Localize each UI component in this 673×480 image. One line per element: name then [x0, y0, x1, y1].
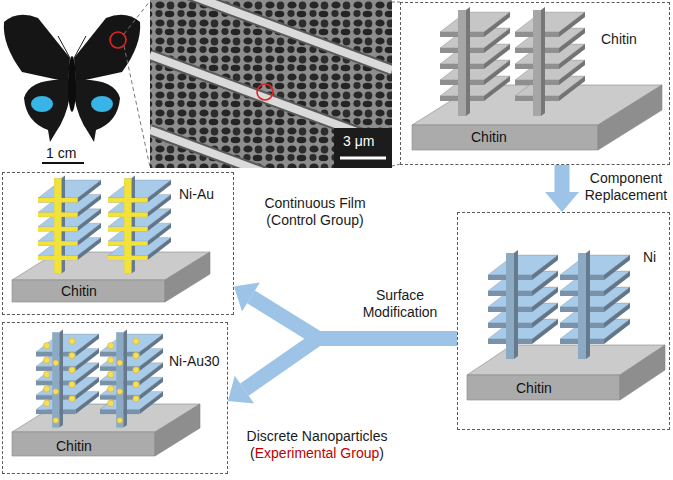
dashed-panel: NiChitin: [457, 212, 670, 430]
scale-label: 1 cm: [46, 145, 76, 162]
nanoparticle-structure: [12, 330, 200, 457]
arrow-head: [234, 282, 260, 311]
block-arrow: [234, 282, 457, 338]
dashed-panel: Ni-AuChitin: [2, 172, 234, 315]
zoom-line: [124, 1, 150, 34]
butterfly-photo: [0, 0, 142, 168]
substrate-label: Chitin: [61, 283, 97, 300]
material-label: Chitin: [601, 31, 637, 48]
zoom-line: [124, 46, 150, 167]
step-label: Surface Modification: [350, 287, 450, 321]
sem-image: [150, 0, 392, 168]
arrow-head: [228, 376, 254, 404]
block-arrow: [228, 338, 457, 403]
dashed-panel: Ni-Au30Chitin: [2, 322, 228, 474]
substrate-label: Chitin: [516, 380, 552, 397]
material-label: Ni-Au30: [169, 353, 220, 370]
material-label: Ni-Au: [179, 186, 214, 203]
nickel-structure: [467, 250, 665, 400]
substrate-label: Chitin: [56, 438, 92, 455]
scale-label: 3 μm: [343, 133, 374, 150]
edge-label: Component Replacement: [582, 170, 670, 204]
material-label: Ni: [643, 249, 656, 266]
arrow-head: [545, 192, 579, 212]
block-arrow: [545, 165, 579, 212]
substrate-label: Chitin: [471, 129, 507, 146]
dashed-panel: ChitinChitin: [400, 2, 670, 165]
arrow-shaft: [244, 338, 457, 389]
chitin-structure: [412, 7, 662, 150]
edge-label: Discrete Nanoparticles (Experimental Gro…: [232, 428, 402, 462]
edge-label: Continuous Film (Control Group): [250, 195, 380, 229]
highlight-text: Experimental Group: [255, 445, 380, 461]
arrow-shaft: [555, 165, 570, 192]
